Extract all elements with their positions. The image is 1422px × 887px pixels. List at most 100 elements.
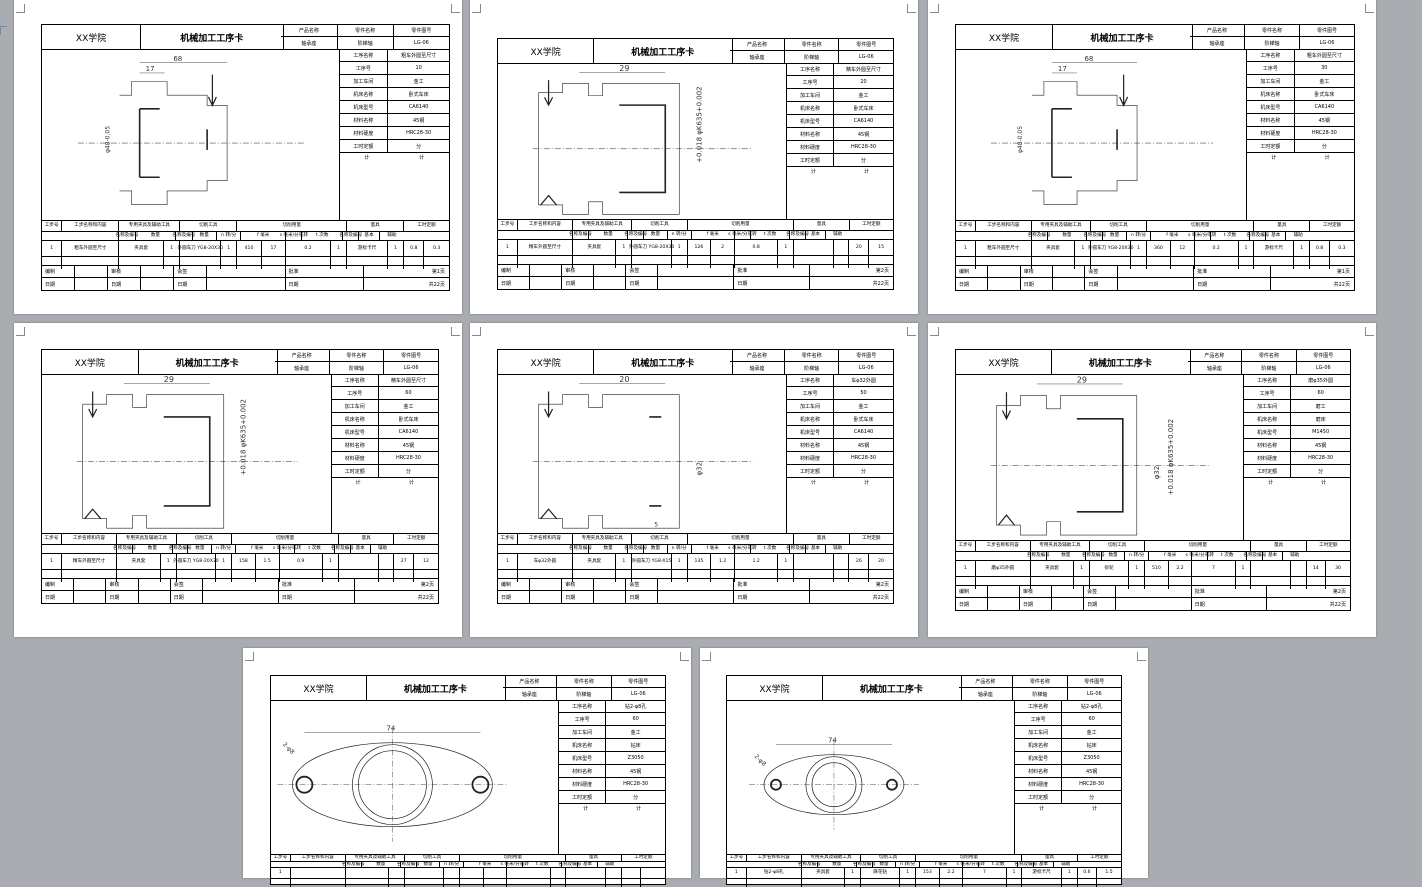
table-cell — [711, 569, 735, 582]
table-cell — [632, 255, 672, 268]
table-cell: 360 — [1147, 241, 1171, 256]
table-header-cell: 专用夹具及辅助工具 — [1031, 541, 1090, 551]
table-cell — [444, 878, 461, 887]
footer-blank — [594, 265, 627, 276]
crop-mark — [680, 652, 689, 661]
footer-label: 编制 — [498, 579, 531, 590]
table-header-cell: 工步名称和内容 — [518, 534, 574, 544]
table-cell — [119, 256, 165, 269]
footer-row: 日期日期日期日期共22页 — [498, 277, 893, 289]
product-row: 产品名称零件名称零件图号 — [502, 676, 665, 688]
info-value: 精车外圆至尺寸 — [846, 66, 882, 73]
table-subheader-cell — [42, 231, 120, 241]
info-label: 机床型号 — [332, 426, 379, 438]
info-value: 钻床 — [630, 742, 641, 749]
table-subheader-cell: n 转/分 — [1125, 551, 1149, 561]
signoff-label: 计 — [636, 806, 642, 812]
part-name-value: 阶梯轴 — [785, 362, 840, 374]
info-label: 材料名称 — [1015, 765, 1063, 777]
table-cell — [498, 255, 518, 268]
table-cell — [1239, 256, 1255, 269]
table-cell: 0.2 — [286, 241, 331, 256]
product-row: 产品名称零件名称零件图号 — [1187, 350, 1350, 362]
table-subheader-cell: n 转/分 — [1127, 231, 1151, 241]
footer-row: 编制审核会签批准第2页 — [498, 265, 893, 277]
support-symbol — [540, 194, 558, 206]
footer-row: 编制审核会签批准第1页 — [956, 266, 1354, 278]
info-row: 工时定额分 — [331, 465, 438, 478]
table-subheader-cell — [956, 551, 1031, 561]
table-header-row: 工步号工步名称和内容专用夹具及辅助工具切削工具切削用量量具工时定额 — [42, 534, 438, 545]
table-cell: 1.5 — [256, 554, 280, 569]
table-cell — [518, 255, 574, 268]
table-cell: 7 — [963, 868, 1007, 878]
crop-mark — [472, 4, 481, 13]
info-label: 机床型号 — [559, 752, 607, 764]
table-cell — [1022, 878, 1062, 887]
table-header-row: 工步号工步名称和内容专用夹具及辅助工具切削工具切削用量量具工时定额 — [498, 534, 893, 545]
footer-blank — [530, 591, 563, 603]
info-label: 机床名称 — [1247, 88, 1295, 100]
table-cell: 0.3 — [432, 245, 441, 251]
table-cell: 外圆车刀 YG8-X15 — [632, 554, 672, 569]
table-cell: 1 — [1236, 561, 1252, 576]
product-row: 产品名称零件名称零件图号 — [274, 350, 438, 362]
footer-row: 日期日期日期日期共22页 — [956, 598, 1350, 610]
operation-table: 工步号工步名称和内容专用夹具及辅助工具切削工具切削用量量具工时定额名称及编号数量… — [42, 533, 438, 582]
footer-row: 日期日期日期日期共22页 — [42, 278, 449, 290]
table-subheader-cell — [271, 862, 346, 868]
table-header-cell: 工时定额 — [634, 855, 653, 861]
table-row — [42, 569, 438, 582]
part-no-value: LG-06 — [630, 691, 646, 697]
table-header-cell: 量具 — [1251, 541, 1307, 551]
signoff-label: 计 — [419, 155, 425, 161]
dim-label-length: 29 — [164, 375, 174, 384]
table-header-cell: 工步名称和内容 — [62, 534, 118, 544]
table-header-cell: 工时定额 — [862, 536, 881, 542]
table-subheader-cell: f 毫米 — [241, 231, 287, 241]
shaft-outline — [538, 394, 680, 529]
table-cell — [794, 240, 834, 255]
table-subheader-cell: 数量 — [1102, 551, 1126, 561]
page-number: 第2页 — [1332, 589, 1346, 595]
arrow-marker — [544, 80, 554, 107]
table-cell: 1.5 — [1105, 870, 1113, 876]
page-number: 第2页 — [875, 268, 889, 274]
table-header-cell: 切削工具 — [1091, 221, 1148, 231]
dim-label-diameter: φ48-0.05 — [105, 126, 112, 153]
info-label: 加工车间 — [1244, 400, 1292, 412]
part-no-value: LG-06 — [858, 54, 874, 60]
dim-label-74: 74 — [828, 737, 837, 745]
part-name-value: 阶梯轴 — [330, 362, 385, 374]
info-row: 机床名称磨床 — [1244, 413, 1350, 426]
table-header-cell: 工时定额 — [417, 223, 436, 229]
table-subheader-cell: f 毫米 — [692, 544, 735, 554]
table-header-cell: 切削工具 — [1090, 541, 1146, 551]
dim-label-17: 17 — [1058, 65, 1067, 73]
info-row: 机床名称卧式车床 — [331, 413, 438, 426]
footer-label: 日期 — [174, 278, 208, 290]
table-cell — [216, 569, 233, 582]
table-cell — [117, 569, 161, 582]
table-cell — [551, 878, 567, 887]
table-cell: 外圆车刀 YG8-20X30 — [629, 240, 674, 255]
info-label: 材料名称 — [559, 765, 607, 777]
crop-mark — [245, 652, 254, 661]
table-subheader-cell: t 次数 — [1208, 551, 1248, 561]
product-name-value: 轴承座 — [959, 688, 1014, 700]
info-row: 机床名称卧式车床 — [786, 102, 893, 115]
product-name-value: 轴承座 — [503, 688, 558, 700]
footer-blank — [1052, 586, 1085, 597]
table-header-cell: 专用夹具及辅助工具 — [573, 534, 633, 544]
table-cell: 1 — [900, 868, 917, 878]
